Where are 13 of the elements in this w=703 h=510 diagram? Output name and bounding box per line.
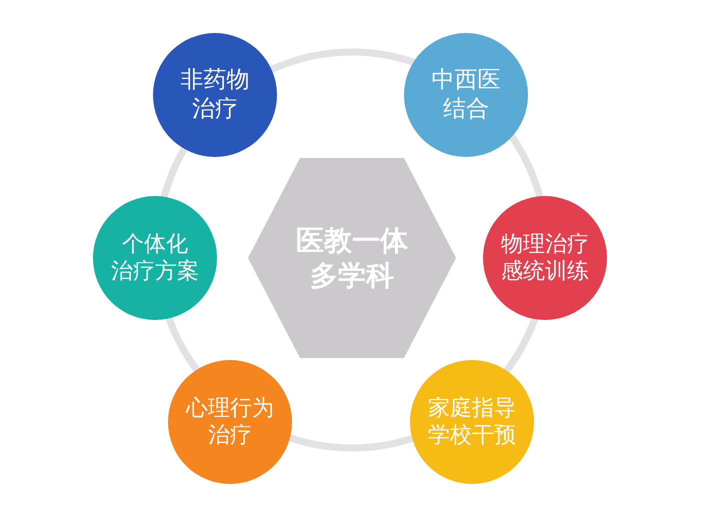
- label: 非药物治疗: [180, 66, 250, 124]
- label: 心理行为治疗: [186, 394, 274, 450]
- hexagon: [248, 158, 456, 358]
- label: 个体化治疗方案: [111, 230, 199, 286]
- circle: [483, 196, 607, 320]
- label: 中西医结合: [432, 66, 500, 124]
- circle: [153, 33, 277, 157]
- circle: [93, 196, 217, 320]
- circle: [404, 33, 528, 157]
- label: 物理治疗感统训练: [501, 230, 589, 286]
- circle: [168, 360, 292, 484]
- circle: [410, 360, 534, 484]
- label: 家庭指导学校干预: [428, 394, 516, 450]
